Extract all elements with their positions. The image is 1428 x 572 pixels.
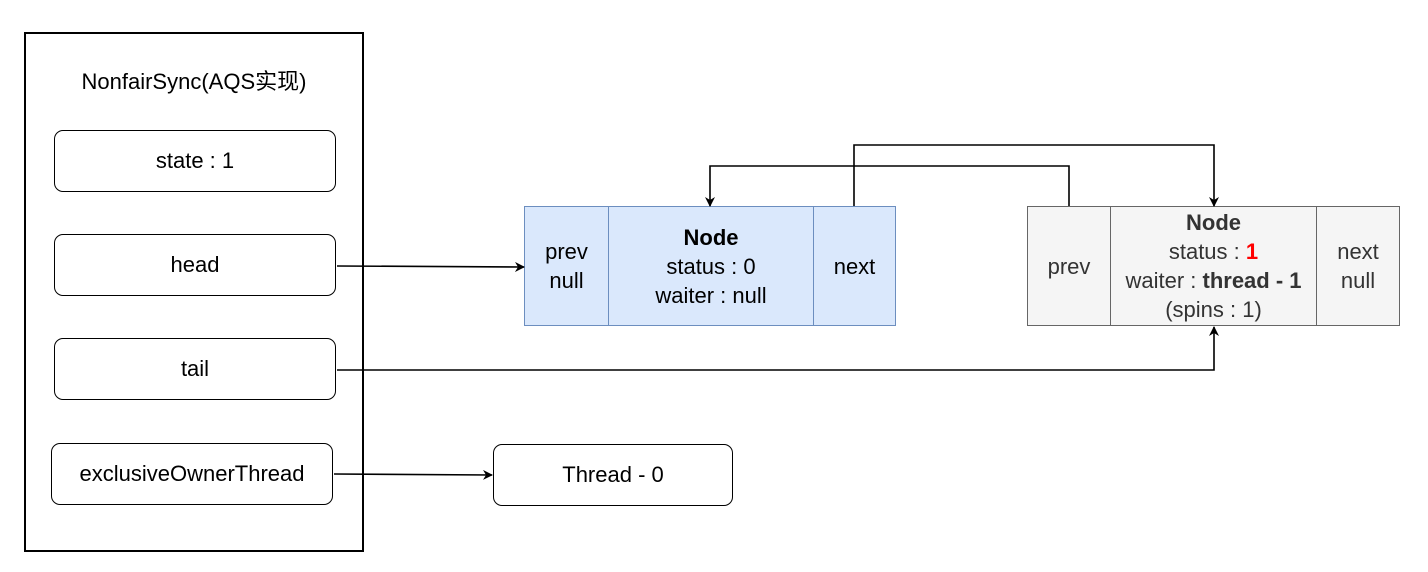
tail-node-spins: (spins : 1) [1165,297,1262,322]
next-link-arrow [853,144,1219,207]
thread-0-box[interactable]: Thread - 0 [493,444,733,506]
exclusive-owner-thread-field[interactable]: exclusiveOwnerThread [51,443,333,505]
head-node-prev-cell: prev null [525,207,609,325]
head-node-next-cell: next [814,207,895,325]
tail-node-waiter-value: thread - 1 [1202,268,1302,293]
state-field[interactable]: state : 1 [54,130,336,192]
head-field[interactable]: head [54,234,336,296]
head-node-body-cell: Node status : 0 waiter : null [609,207,814,325]
tail-node-next-cell: next null [1317,207,1399,325]
tail-node-status-value: 1 [1245,239,1259,264]
tail-node-waiter-label: waiter : [1125,268,1203,293]
tail-node-waiter: waiter : thread - 1 [1125,266,1301,295]
head-node-next-label: next [833,253,876,279]
tail-node-next-label: next [1337,239,1379,264]
tail-node-next-value: null [1340,268,1376,293]
prev-link-arrow [705,165,1070,207]
tail-node-prev-label: prev [1047,253,1091,279]
head-node[interactable]: prev null Node status : 0 waiter : null … [524,206,896,326]
head-node-waiter-value: null [732,282,767,308]
tail-node-title: Node [1186,210,1241,235]
tail-node[interactable]: prev Node status : 1 waiter : thread - 1… [1027,206,1400,326]
aqs-title: NonfairSync(AQS实现) [81,69,307,94]
tail-node-status-label: status : [1168,239,1246,264]
head-node-status-value: 0 [743,253,756,279]
head-node-waiter-label: waiter : [655,282,733,308]
head-node-title: Node [683,224,739,250]
head-node-prev-label: prev [545,239,588,264]
head-node-prev-value: null [549,268,584,293]
tail-node-status: status : 1 [1169,237,1258,266]
head-pointer-arrow [336,261,525,272]
tail-node-prev-cell: prev [1028,207,1111,325]
tail-pointer-arrow [337,326,1219,371]
head-node-status-label: status : [666,253,744,279]
tail-field[interactable]: tail [54,338,336,400]
head-node-waiter: waiter : null [655,281,766,310]
owner-thread-arrow [333,469,493,480]
tail-node-body-cell: Node status : 1 waiter : thread - 1 (spi… [1111,207,1317,325]
head-node-status: status : 0 [666,252,755,281]
